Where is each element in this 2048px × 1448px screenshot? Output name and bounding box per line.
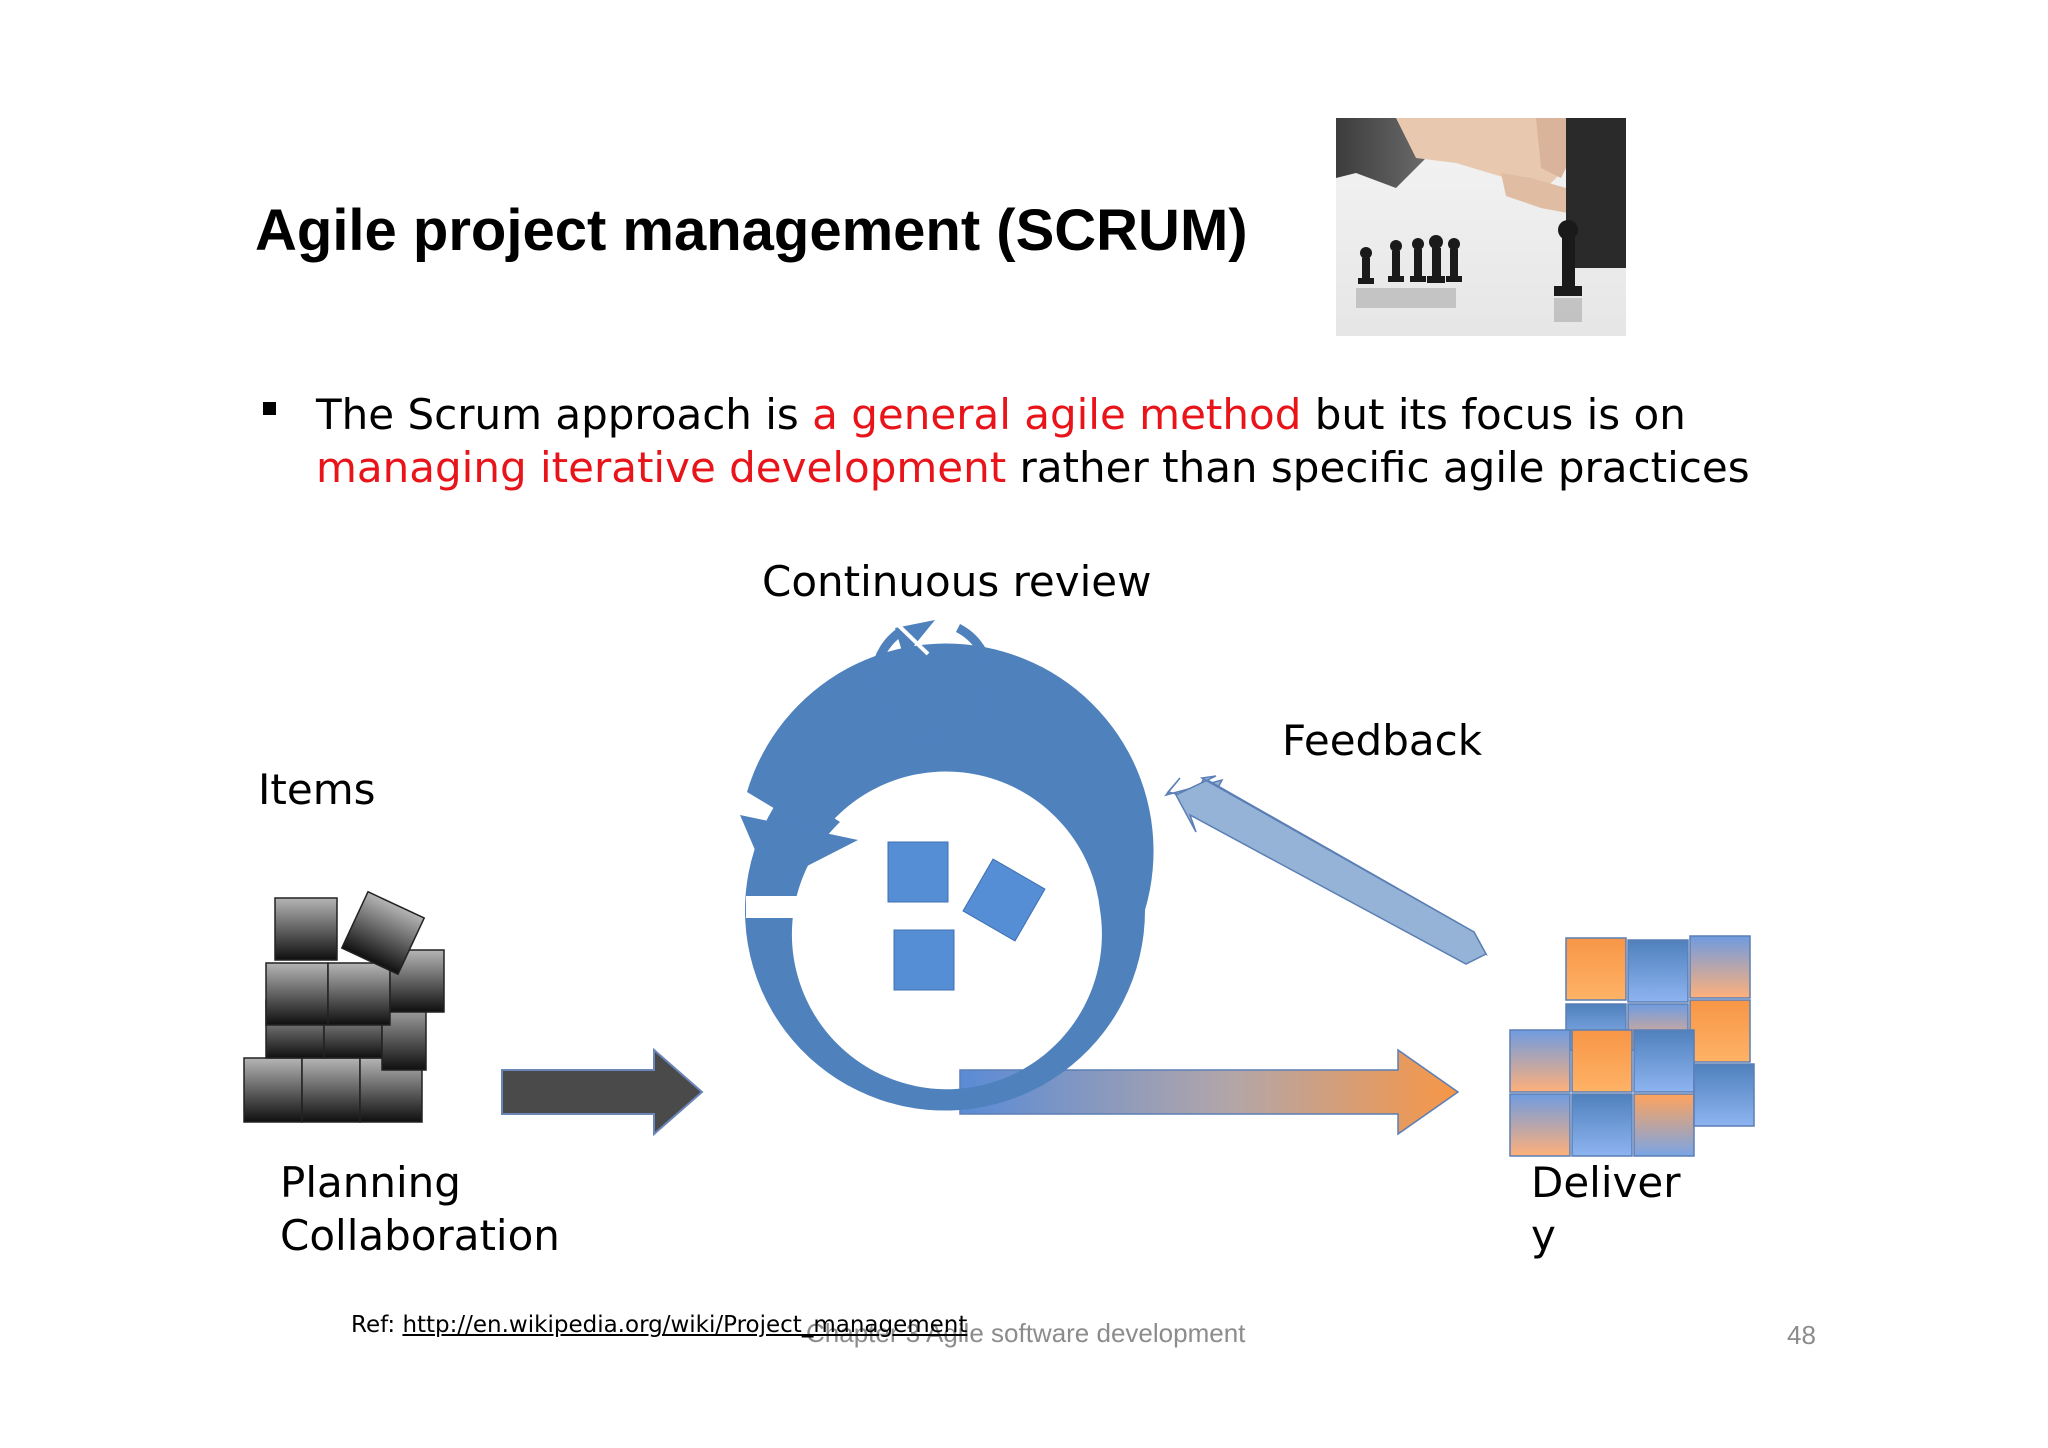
bullet-highlight-general-agile-method: a general agile method [812,390,1302,439]
slide-title: Agile project management (SCRUM) [255,198,1248,263]
page-number: 48 [1787,1320,1816,1350]
delivery-label: Delivery [1531,1158,1681,1260]
bullet-marker [263,402,276,415]
delivery-arrow-icon [959,1048,1460,1136]
bullet-text: The Scrum approach is a general agile me… [316,388,1796,494]
continuous-review-label: Continuous review [762,557,1152,606]
bullet-highlight-managing-iterative-development: managing iterative development [316,443,1007,492]
continuous-review-loop-icon [870,620,994,741]
feedback-label: Feedback [1282,716,1483,765]
planning-label: Planning [280,1158,461,1207]
collaboration-label: Collaboration [280,1211,560,1260]
iteration-cycle-icon [740,643,1154,1111]
bullet-part-2: but its focus is on [1301,390,1686,439]
items-blocks-icon [243,890,445,1123]
items-label: Items [258,765,376,814]
planning-arrow-icon [501,1047,704,1137]
reference-prefix: Ref: [351,1312,403,1338]
planning-collaboration-label: Planning Collaboration [280,1156,560,1262]
reference-link[interactable]: http://en.wikipedia.org/wiki/Project_man… [402,1312,968,1338]
footer-reference: Ref: http://en.wikipedia.org/wiki/Projec… [351,1310,967,1340]
bullet-part-3: rather than specific agile practices [1006,443,1750,492]
bullet-part-1: The Scrum approach is [316,390,813,439]
delivery-blocks-icon [1509,935,1755,1157]
footer-chapter-title: Chapter 3 Agile software development [806,1318,1246,1348]
chess-hand-image [1336,118,1626,336]
